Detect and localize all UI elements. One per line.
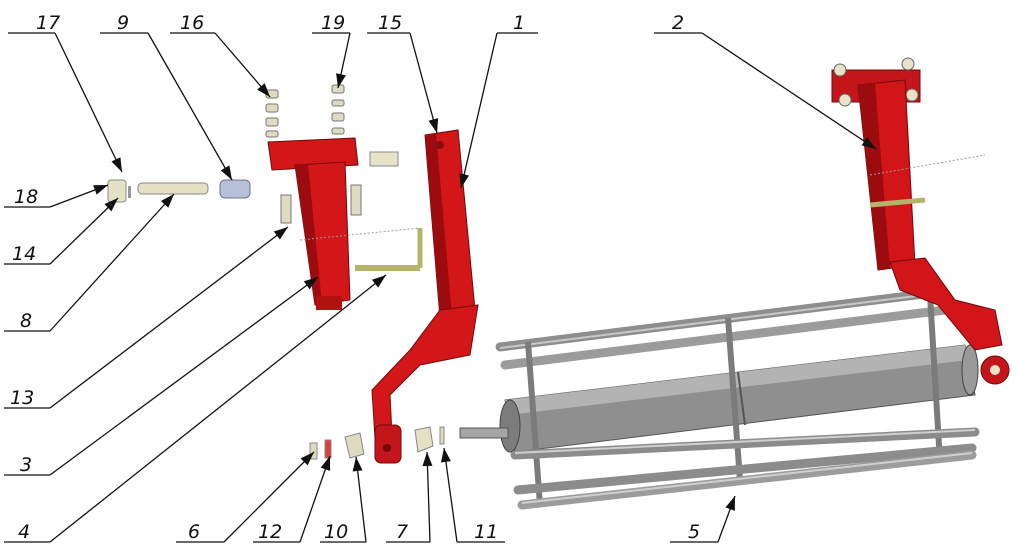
callout-16: 16 xyxy=(170,12,271,98)
callout-11: 11 xyxy=(440,447,505,543)
arrowhead xyxy=(440,448,451,463)
arrowhead xyxy=(725,496,735,511)
leader-line xyxy=(426,451,431,543)
callout-9: 9 xyxy=(100,12,233,181)
arrowhead xyxy=(104,198,118,212)
callout-number: 7 xyxy=(396,521,408,543)
leader-line xyxy=(49,193,175,332)
callout-number: 18 xyxy=(14,186,38,208)
callout-8: 8 xyxy=(4,193,175,332)
callout-number: 5 xyxy=(688,521,700,543)
hardware-parts xyxy=(107,84,445,460)
leader-line xyxy=(701,32,877,150)
arrowhead xyxy=(320,456,331,471)
leader-line xyxy=(460,32,498,189)
callout-12: 12 xyxy=(253,455,331,543)
leader-line xyxy=(214,32,271,98)
center-arm xyxy=(371,129,479,464)
arrowhead xyxy=(861,137,876,149)
callout-3: 3 xyxy=(4,276,319,476)
callout-17: 17 xyxy=(8,12,123,173)
leader-line xyxy=(49,226,289,409)
callout-number: 6 xyxy=(188,521,200,543)
bracket-assembly xyxy=(267,137,359,310)
callout-18: 18 xyxy=(4,184,109,208)
callout-number: 2 xyxy=(672,12,684,34)
callout-number: 13 xyxy=(10,387,34,409)
arrowhead xyxy=(336,73,346,88)
arrowhead xyxy=(160,194,174,208)
arrowhead xyxy=(93,185,108,195)
arrowhead xyxy=(459,173,470,188)
leader-line xyxy=(355,456,367,543)
arrowhead xyxy=(111,157,122,172)
callout-number: 12 xyxy=(258,521,282,543)
callout-5: 5 xyxy=(670,495,736,543)
leader-line xyxy=(299,455,331,543)
callout-number: 1 xyxy=(513,12,525,34)
callout-14: 14 xyxy=(4,197,119,265)
callout-19: 19 xyxy=(312,12,351,89)
callout-13: 13 xyxy=(4,226,289,409)
leader-line xyxy=(49,197,119,265)
arrowhead xyxy=(371,275,386,288)
callout-10: 10 xyxy=(320,456,367,543)
callout-number: 15 xyxy=(378,12,402,34)
arrowhead xyxy=(352,457,363,472)
callout-number: 16 xyxy=(180,12,204,34)
leader-line xyxy=(49,276,319,476)
callout-number: 9 xyxy=(117,12,129,34)
leader-line xyxy=(49,274,387,543)
callout-number: 11 xyxy=(474,521,498,543)
callout-6: 6 xyxy=(176,451,315,543)
callout-2: 2 xyxy=(654,12,877,150)
callout-number: 3 xyxy=(20,454,32,476)
arrowhead xyxy=(428,118,439,133)
arrowhead xyxy=(220,165,232,180)
callout-number: 14 xyxy=(12,243,36,265)
leader-line xyxy=(223,451,315,543)
leader-line xyxy=(443,447,458,543)
arrowhead xyxy=(273,227,288,240)
leader-line xyxy=(409,32,438,134)
arrowhead xyxy=(257,83,270,97)
arrowhead xyxy=(422,452,433,467)
callout-7: 7 xyxy=(386,451,433,543)
callout-number: 17 xyxy=(36,12,60,34)
leader-line xyxy=(147,32,233,181)
arrowhead xyxy=(300,452,314,466)
callout-number: 10 xyxy=(324,521,348,543)
right-arm-assembly xyxy=(831,57,1010,385)
roller-cage xyxy=(459,287,980,510)
arrowhead xyxy=(303,277,318,290)
callout-15: 15 xyxy=(367,12,439,134)
callout-4: 4 xyxy=(4,274,387,543)
leader-line xyxy=(54,32,123,173)
callout-1: 1 xyxy=(459,12,538,189)
callout-number: 8 xyxy=(20,310,32,332)
callout-number: 4 xyxy=(18,521,30,543)
callout-number: 19 xyxy=(321,12,345,34)
